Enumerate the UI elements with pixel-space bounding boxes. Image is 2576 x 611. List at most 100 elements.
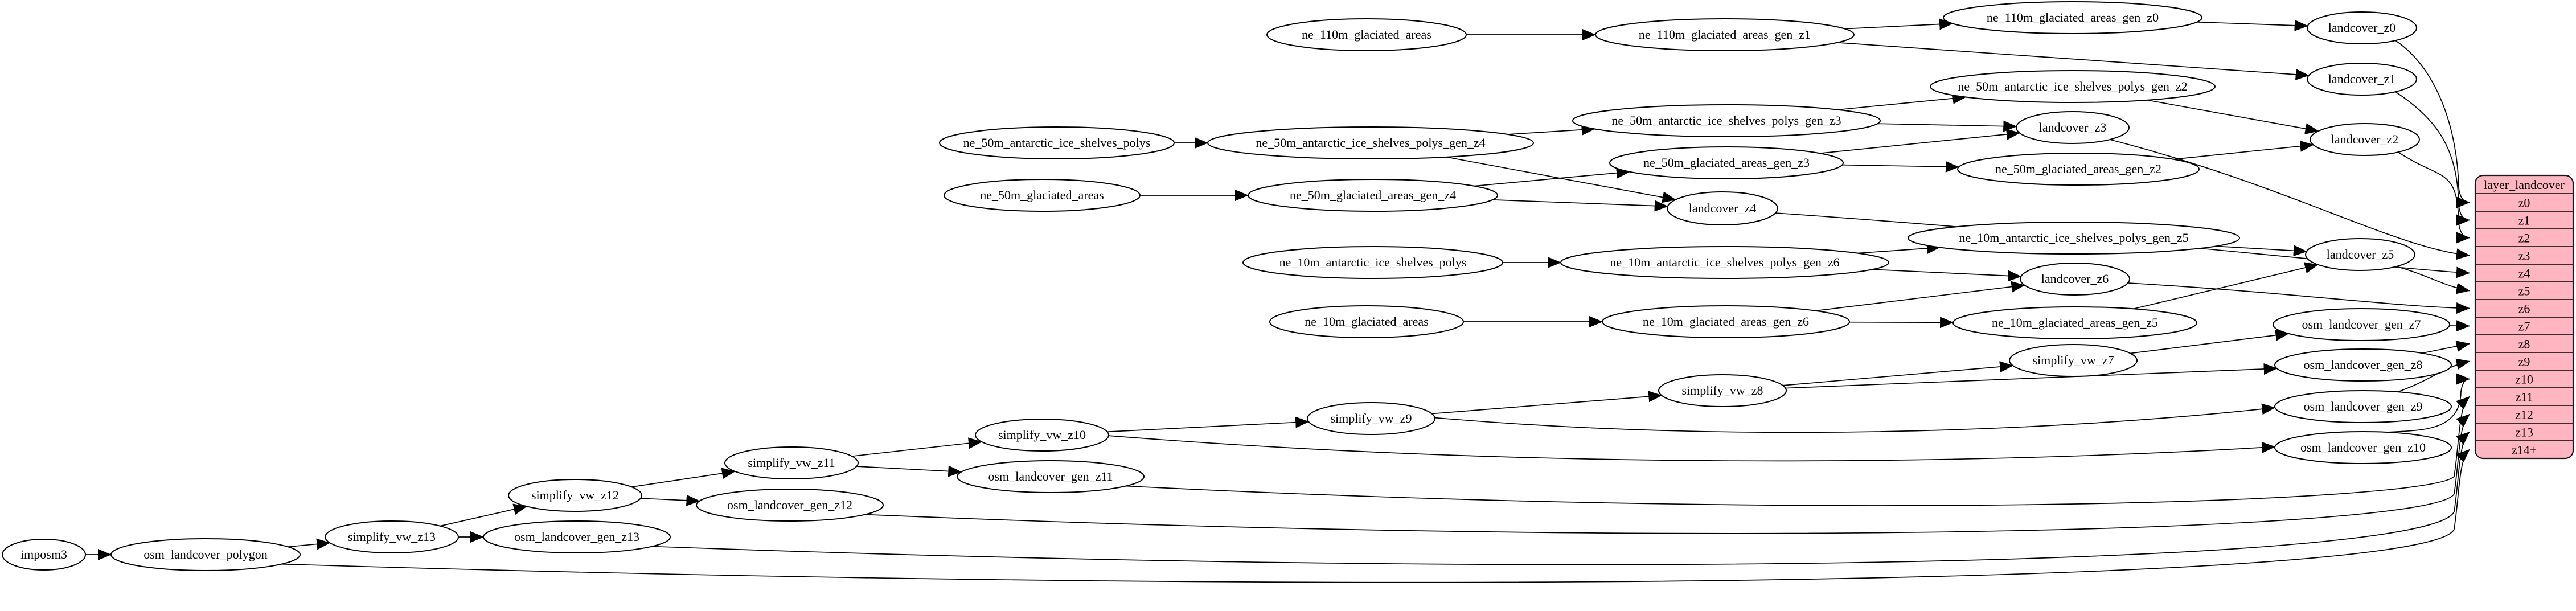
node-osm_landcover_gen_z7: osm_landcover_gen_z7: [2273, 308, 2450, 341]
node-landcover_z2: landcover_z2: [2310, 123, 2420, 156]
edge-landcover_z5-to-layer_landcover-z5: [2396, 266, 2470, 294]
node-simplify_vw_z11-label: simplify_vw_z11: [748, 456, 835, 470]
node-landcover_z1-shape: [2307, 63, 2417, 96]
node-landcover_z6: landcover_z6: [2020, 263, 2130, 296]
node-ne_50m_glaciated_areas_gen_z4: ne_50m_glaciated_areas_gen_z4: [1248, 179, 1498, 212]
node-osm_landcover_gen_z11-label: osm_landcover_gen_z11: [988, 469, 1113, 483]
node-landcover_z3: landcover_z3: [2016, 111, 2130, 144]
node-ne_10m_antarctic_ice_shelves_polys: ne_10m_antarctic_ice_shelves_polys: [1242, 246, 1503, 279]
node-landcover_z4-shape: [1667, 191, 1778, 225]
edge-osm_landcover_gen_z11-to-layer_landcover-z11: [1126, 396, 2470, 506]
node-landcover_z3-label: landcover_z3: [2039, 120, 2107, 134]
edge-ne_50m_antarctic_ice_shelves_polys_gen_z3-to-ne_50m_antarctic_ice_shelves_polys_gen_z2: [1837, 92, 1967, 110]
node-landcover_z5-label: landcover_z5: [2327, 247, 2394, 261]
node-landcover_z2-shape: [2310, 123, 2420, 156]
edge-ne_10m_antarctic_ice_shelves_polys_gen_z5-to-landcover_z5: [2216, 245, 2307, 257]
node-ne_10m_antarctic_ice_shelves_polys_gen_z5-label: ne_10m_antarctic_ice_shelves_polys_gen_z…: [1959, 231, 2188, 245]
table-row-z12-label: z12: [2515, 408, 2533, 422]
node-simplify_vw_z9-shape: [1307, 402, 1435, 435]
node-ne_10m_glaciated_areas: ne_10m_glaciated_areas: [1269, 305, 1464, 338]
node-landcover_z5-shape: [2305, 238, 2415, 271]
node-simplify_vw_z8: simplify_vw_z8: [1658, 374, 1787, 407]
edge-ne_50m_glaciated_areas_gen_z2-to-landcover_z2: [2173, 140, 2314, 160]
node-landcover_z0-label: landcover_z0: [2328, 20, 2396, 35]
node-ne_50m_glaciated_areas_gen_z4-shape: [1248, 179, 1498, 212]
node-landcover_z0: landcover_z0: [2307, 11, 2417, 44]
edge-osm_landcover_polygon-to-simplify_vw_z13: [288, 538, 331, 550]
node-osm_landcover_polygon-shape: [110, 538, 301, 571]
node-ne_110m_glaciated_areas-label: ne_110m_glaciated_areas: [1302, 27, 1431, 42]
table-row-z0-label: z0: [2518, 196, 2530, 210]
node-ne_10m_antarctic_ice_shelves_polys_gen_z6-label: ne_10m_antarctic_ice_shelves_polys_gen_z…: [1610, 255, 1839, 269]
node-simplify_vw_z9: simplify_vw_z9: [1307, 402, 1435, 435]
node-ne_50m_glaciated_areas-label: ne_50m_glaciated_areas: [980, 188, 1104, 202]
node-osm_landcover_gen_z10-shape: [2274, 431, 2452, 464]
node-osm_landcover_polygon: osm_landcover_polygon: [110, 538, 301, 571]
node-simplify_vw_z10-label: simplify_vw_z10: [998, 428, 1086, 442]
node-ne_10m_glaciated_areas_gen_z5: ne_10m_glaciated_areas_gen_z5: [1952, 306, 2197, 339]
node-ne_50m_glaciated_areas_gen_z3: ne_50m_glaciated_areas_gen_z3: [1609, 146, 1844, 179]
node-simplify_vw_z12-label: simplify_vw_z12: [531, 488, 619, 502]
node-ne_50m_antarctic_ice_shelves_polys_gen_z3-label: ne_50m_antarctic_ice_shelves_polys_gen_z…: [1611, 113, 1841, 128]
edge-ne_50m_antarctic_ice_shelves_polys_gen_z2-to-landcover_z2: [2147, 99, 2319, 134]
node-ne_50m_antarctic_ice_shelves_polys_gen_z4: ne_50m_antarctic_ice_shelves_polys_gen_z…: [1207, 126, 1534, 159]
node-ne_50m_antarctic_ice_shelves_polys_gen_z4-shape: [1207, 126, 1534, 159]
edge-osm_landcover_polygon-to-layer_landcover-z14+: [281, 449, 2470, 583]
node-ne_50m_antarctic_ice_shelves_polys-label: ne_50m_antarctic_ice_shelves_polys: [963, 136, 1151, 150]
edge-simplify_vw_z10-to-simplify_vw_z9: [1107, 416, 1310, 433]
table-row-z2-label: z2: [2518, 231, 2530, 245]
node-simplify_vw_z11: simplify_vw_z11: [724, 446, 859, 479]
node-simplify_vw_z7-label: simplify_vw_z7: [2033, 353, 2114, 367]
edge-simplify_vw_z13-to-simplify_vw_z12: [440, 503, 528, 527]
node-landcover_z6-label: landcover_z6: [2041, 272, 2109, 286]
table-row-z6-label: z6: [2518, 302, 2530, 316]
node-ne_50m_antarctic_ice_shelves_polys_gen_z2-label: ne_50m_antarctic_ice_shelves_polys_gen_z…: [1958, 79, 2187, 93]
node-simplify_vw_z13: simplify_vw_z13: [325, 520, 459, 553]
node-osm_landcover_gen_z7-label: osm_landcover_gen_z7: [2302, 317, 2421, 331]
node-ne_110m_glaciated_areas_gen_z1: ne_110m_glaciated_areas_gen_z1: [1595, 18, 1855, 51]
edge-simplify_vw_z8-to-simplify_vw_z7: [1782, 361, 2014, 386]
node-imposm3-label: imposm3: [20, 547, 67, 561]
edge-ne_50m_glaciated_areas_gen_z3-to-landcover_z3: [1820, 128, 2020, 154]
table-row-z10-label: z10: [2515, 372, 2533, 387]
node-imposm3: imposm3: [2, 539, 86, 571]
edge-ne_50m_antarctic_ice_shelves_polys_gen_z3-to-landcover_z3: [1877, 120, 2017, 132]
node-ne_10m_antarctic_ice_shelves_polys_gen_z6-shape: [1560, 246, 1889, 279]
node-ne_10m_glaciated_areas_gen_z5-label: ne_10m_glaciated_areas_gen_z5: [1992, 315, 2158, 330]
node-ne_110m_glaciated_areas-shape: [1266, 18, 1467, 51]
edge-landcover_z6-to-layer_landcover-z6: [2127, 282, 2470, 314]
edge-simplify_vw_z12-to-simplify_vw_z11: [631, 468, 736, 487]
node-landcover_z0-shape: [2307, 11, 2417, 44]
node-simplify_vw_z13-label: simplify_vw_z13: [348, 530, 436, 544]
edge-ne_110m_glaciated_areas_gen_z1-to-ne_110m_glaciated_areas_gen_z0: [1844, 18, 1954, 30]
node-ne_110m_glaciated_areas_gen_z1-shape: [1595, 18, 1855, 51]
node-landcover_z3-shape: [2016, 111, 2130, 144]
node-ne_50m_glaciated_areas_gen_z4-label: ne_50m_glaciated_areas_gen_z4: [1290, 188, 1456, 202]
node-ne_50m_glaciated_areas_gen_z3-shape: [1609, 146, 1844, 179]
node-ne_10m_glaciated_areas_gen_z5-shape: [1952, 306, 2197, 339]
edge-ne_50m_antarctic_ice_shelves_polys_gen_z4-to-ne_50m_antarctic_ice_shelves_polys_gen_z3: [1508, 124, 1595, 136]
node-osm_landcover_polygon-label: osm_landcover_polygon: [143, 547, 268, 561]
edge-ne_50m_glaciated_areas_gen_z4-to-ne_50m_glaciated_areas_gen_z3: [1474, 167, 1630, 187]
table-title: layer_landcover: [2484, 178, 2565, 192]
table-row-z4-label: z4: [2518, 266, 2530, 281]
node-landcover_z4-label: landcover_z4: [1689, 201, 1757, 215]
node-ne_50m_glaciated_areas_gen_z2-shape: [1957, 153, 2200, 186]
edge-osm_landcover_gen_z13-to-layer_landcover-z13: [652, 431, 2470, 565]
node-imposm3-shape: [2, 539, 86, 571]
node-ne_50m_glaciated_areas_gen_z2: ne_50m_glaciated_areas_gen_z2: [1957, 153, 2200, 186]
edge-ne_50m_antarctic_ice_shelves_polys_gen_z4-to-landcover_z4: [1446, 156, 1676, 203]
table-row-z14+-label: z14+: [2512, 443, 2537, 457]
edge-ne_50m_glaciated_areas_gen_z3-to-ne_50m_glaciated_areas_gen_z2: [1842, 161, 1959, 173]
edge-simplify_vw_z9-to-osm_landcover_gen_z9: [1434, 403, 2276, 433]
node-osm_landcover_gen_z12-shape: [696, 489, 884, 522]
node-ne_10m_antarctic_ice_shelves_polys_gen_z5: ne_10m_antarctic_ice_shelves_polys_gen_z…: [1908, 222, 2240, 255]
edge-ne_10m_antarctic_ice_shelves_polys_gen_z6-to-ne_10m_antarctic_ice_shelves_polys_gen_z5: [1857, 243, 1941, 255]
edge-osm_landcover_gen_z12-to-layer_landcover-z12: [865, 413, 2470, 534]
edge-ne_50m_glaciated_areas_gen_z4-to-landcover_z4: [1492, 199, 1668, 212]
node-ne_110m_glaciated_areas_gen_z1-label: ne_110m_glaciated_areas_gen_z1: [1639, 27, 1811, 42]
node-ne_10m_glaciated_areas-shape: [1269, 305, 1464, 338]
node-ne_10m_glaciated_areas-label: ne_10m_glaciated_areas: [1305, 314, 1428, 329]
